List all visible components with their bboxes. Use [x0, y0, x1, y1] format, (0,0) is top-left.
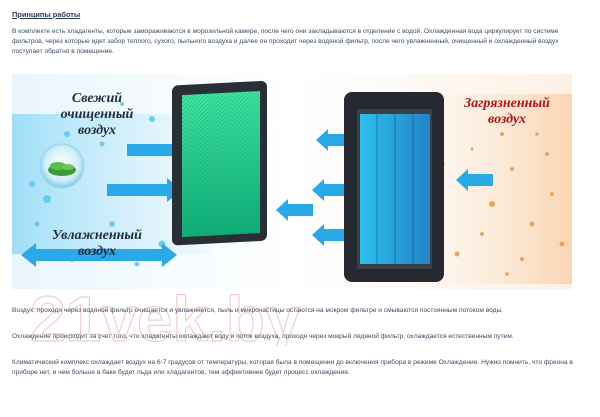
label-fresh-line1: Свежий	[72, 91, 122, 106]
label-dirty-line2: воздух	[488, 112, 526, 127]
globe-plant-icon	[39, 143, 85, 189]
arrow-left-icon	[456, 169, 493, 191]
arrow-left-icon	[276, 129, 354, 246]
honeycomb-filter	[172, 80, 267, 246]
arrow-left-icon	[21, 243, 96, 267]
intro-paragraph: В комплекте есть хладагенты, которые зам…	[12, 28, 559, 55]
section-title: Принципы работы	[12, 10, 81, 19]
label-humid-air: Увлажненный воздух	[52, 228, 142, 259]
air-purifier-illustration: Свежий очищенный воздух Увлажненный возд…	[12, 74, 572, 289]
label-fresh-line3: воздух	[78, 123, 116, 138]
label-dirty-air: Загрязненный воздух	[463, 96, 550, 127]
label-fresh-line2: очищенный	[61, 107, 134, 122]
label-humid-line1: Увлажненный	[52, 228, 142, 243]
label-fresh-air: Свежий очищенный воздух	[61, 91, 134, 138]
paragraph-temperature: Климатический комплекс охлаждает воздух …	[12, 359, 573, 376]
label-humid-line2: воздух	[78, 244, 116, 259]
water-filter-unit	[344, 92, 444, 282]
paragraph-cooling: Охлаждение происходит за счет того, что …	[12, 333, 514, 340]
label-dirty-line1: Загрязненный	[463, 96, 550, 111]
paragraph-purification: Воздух, проходя через водяной фильтр очи…	[12, 307, 504, 314]
